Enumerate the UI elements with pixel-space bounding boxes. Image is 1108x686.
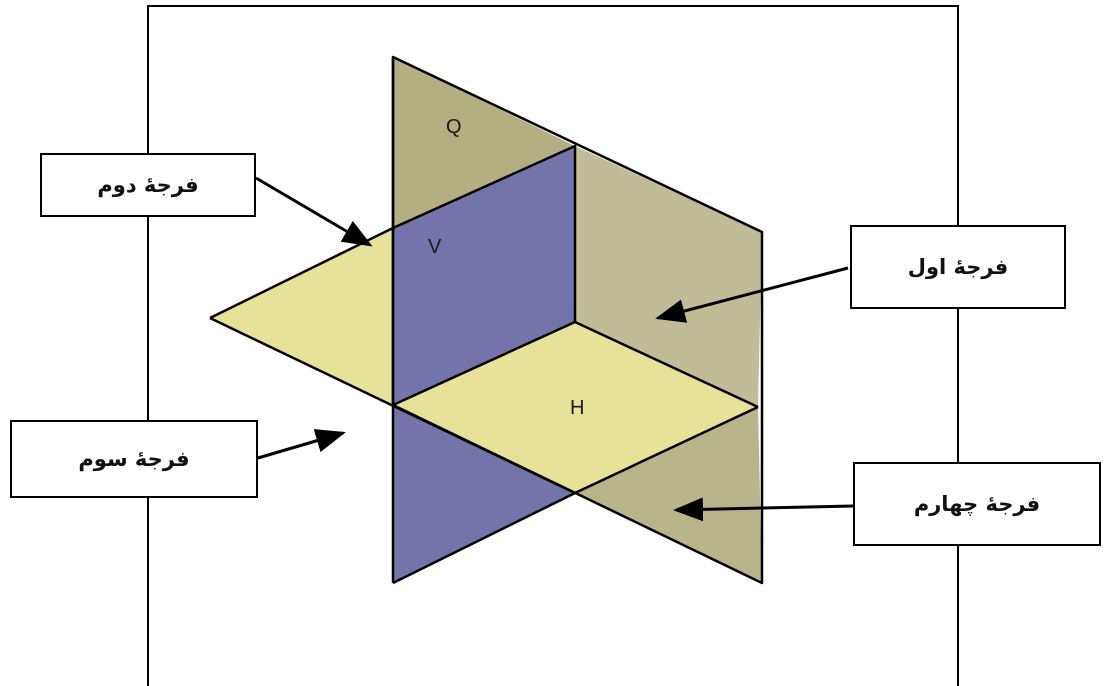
plane-h-label: H <box>570 397 584 419</box>
h-plane-back <box>210 228 393 405</box>
callout-arrows <box>255 176 854 522</box>
v-plane-lower <box>393 405 575 583</box>
arrow-second-quadrant <box>255 176 373 247</box>
first-quadrant-label: فرجۀ اول <box>850 225 1066 309</box>
plane-edges <box>209 55 764 585</box>
outer-frame <box>147 5 959 686</box>
q-plane-lower <box>575 407 762 583</box>
plane-q-label: Q <box>446 116 462 138</box>
q-plane-upper-right <box>575 146 762 407</box>
v-plane-upper <box>393 146 575 405</box>
arrow-third-quadrant <box>257 429 346 460</box>
q-plane-upper-left <box>393 57 575 228</box>
second-quadrant-label: فرجۀ دوم <box>40 153 256 217</box>
plane-v-label: V <box>428 236 442 258</box>
third-quadrant-label: فرجۀ سوم <box>10 420 258 498</box>
fourth-quadrant-label: فرجۀ چهارم <box>853 462 1101 546</box>
arrow-first-quadrant <box>655 266 849 323</box>
arrow-fourth-quadrant <box>673 497 854 522</box>
